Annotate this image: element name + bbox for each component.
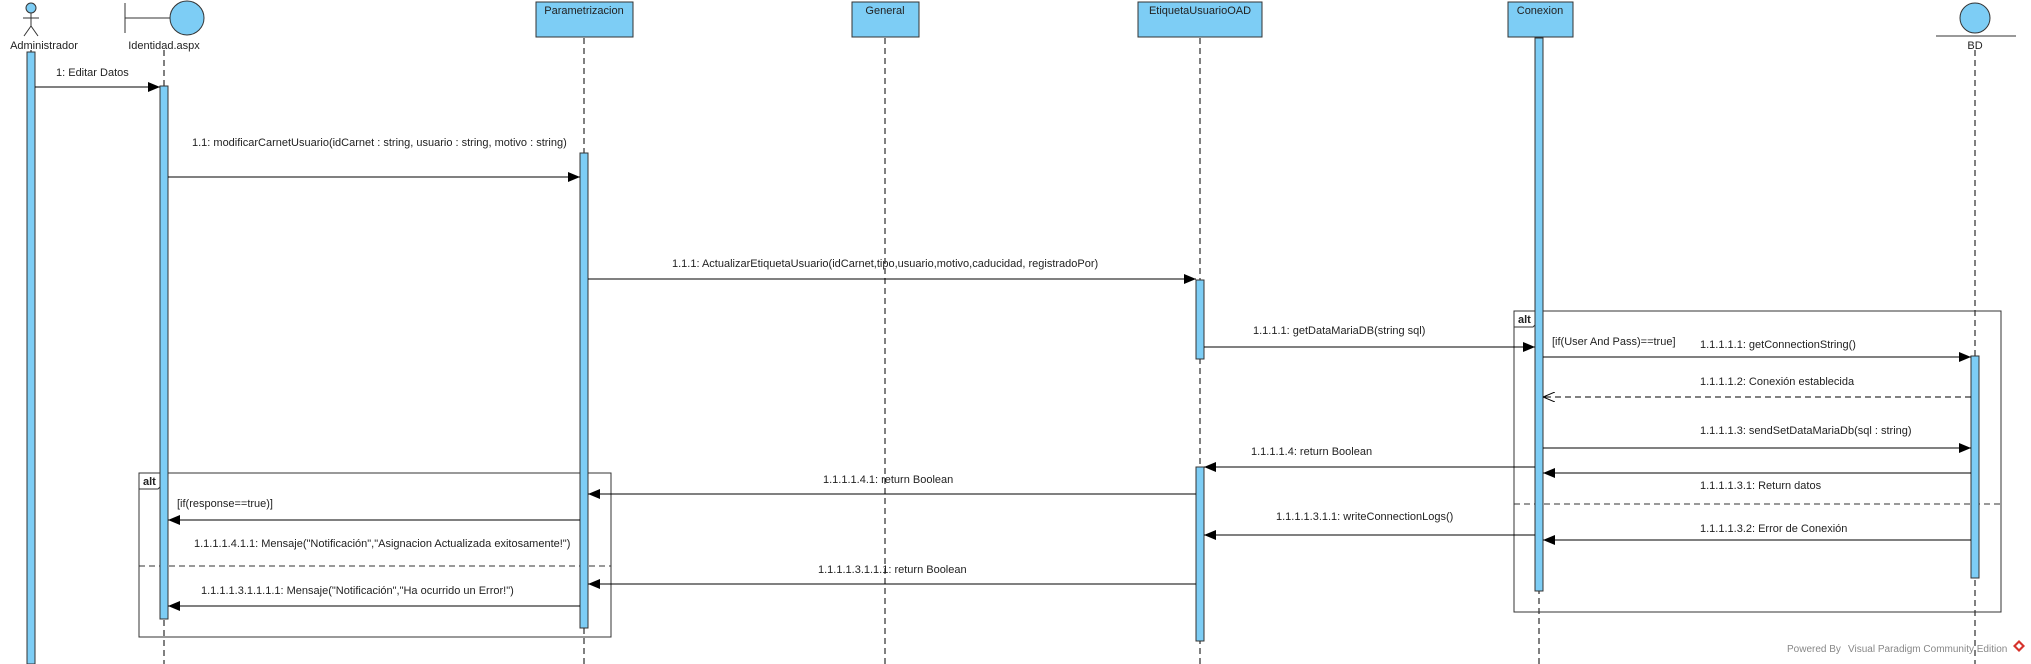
message-return-boolean-etiqueta[interactable]: 1.1.1.1.4.1: return Boolean	[588, 474, 1196, 499]
watermark: Powered By Visual Paradigm Community Edi…	[1787, 640, 2025, 655]
activation-etiqueta-2	[1195, 466, 1205, 642]
lifelines	[30, 38, 1976, 664]
participant-identidad[interactable]: Identidad.aspx	[124, 0, 205, 52]
participant-box	[851, 1, 920, 38]
message-return-boolean-conexion[interactable]: 1.1.1.1.4: return Boolean	[1204, 446, 1535, 472]
message-conexion-establecida[interactable]: 1.1.1.1.2: Conexión establecida	[1543, 376, 1971, 397]
participant-label: Conexion	[1517, 5, 1563, 17]
message-label: 1.1.1.1.3.1.1: writeConnectionLogs()	[1276, 511, 1453, 523]
participant-bd[interactable]: BD	[1936, 2, 2016, 52]
message-return-boolean-final[interactable]: 1.1.1.1.3.1.1.1: return Boolean	[588, 564, 1196, 589]
message-label: 1.1.1.1.3: sendSetDataMariaDb(sql : stri…	[1700, 425, 1912, 437]
message-modificar-carnet[interactable]: 1.1: modificarCarnetUsuario(idCarnet : s…	[168, 137, 580, 182]
entity-icon	[1936, 2, 2016, 37]
activation-parametrizacion	[579, 152, 589, 629]
message-label: 1.1.1.1.3.1.1.1: return Boolean	[818, 564, 967, 576]
message-write-connection-logs[interactable]: 1.1.1.1.3.1.1: writeConnectionLogs()	[1204, 511, 1535, 540]
participant-parametrizacion[interactable]: Parametrizacion	[535, 1, 634, 38]
message-label: 1.1.1.1.3.2: Error de Conexión	[1700, 523, 1847, 535]
fragment-tag: alt	[1518, 314, 1531, 326]
watermark-prefix: Powered By	[1787, 644, 1841, 655]
message-label: 1.1.1.1.2: Conexión establecida	[1700, 376, 1855, 388]
message-label: 1: Editar Datos	[56, 67, 129, 79]
activation-etiqueta-1	[1195, 279, 1205, 360]
watermark-product: Visual Paradigm Community Edition	[1848, 644, 2007, 655]
message-mensaje-error[interactable]: 1.1.1.1.3.1.1.1.1: Mensaje("Notificación…	[168, 585, 580, 611]
message-label: 1.1.1.1.4.1: return Boolean	[823, 474, 953, 486]
activation-conexion	[1534, 37, 1544, 592]
fragment-guard: [if(response==true)]	[177, 498, 273, 510]
participant-label: EtiquetaUsuarioOAD	[1149, 5, 1251, 17]
participant-administrador[interactable]: Administrador	[10, 2, 78, 52]
message-actualizar-etiqueta[interactable]: 1.1.1: ActualizarEtiquetaUsuario(idCarne…	[588, 258, 1196, 284]
activation-administrador	[26, 51, 36, 664]
participant-box	[1507, 1, 1574, 38]
participant-box	[1137, 1, 1263, 38]
fragment-tag: alt	[143, 476, 156, 488]
message-get-connection-string[interactable]: 1.1.1.1.1: getConnectionString()	[1543, 339, 1971, 362]
messages: 1: Editar Datos 1.1: modificarCarnetUsua…	[35, 67, 1971, 611]
boundary-icon	[124, 0, 205, 36]
participant-label: BD	[1967, 40, 1982, 52]
participant-label: General	[865, 5, 904, 17]
message-label: 1.1.1: ActualizarEtiquetaUsuario(idCarne…	[672, 258, 1098, 270]
participant-general[interactable]: General	[851, 1, 920, 38]
visual-paradigm-logo-icon	[2013, 640, 2025, 652]
message-get-data-mariadb[interactable]: 1.1.1.1: getDataMariaDB(string sql)	[1204, 325, 1535, 352]
actor-icon	[23, 2, 39, 37]
message-label: 1.1.1.1.1: getConnectionString()	[1700, 339, 1856, 351]
message-label: 1.1.1.1.3.1: Return datos	[1700, 480, 1822, 492]
fragment-frame	[1513, 310, 2002, 613]
participant-label: Administrador	[10, 40, 78, 52]
message-label: 1.1.1.1.4.1.1: Mensaje("Notificación","A…	[194, 538, 570, 550]
fragment-guard: [if(User And Pass)==true]	[1552, 336, 1676, 348]
participant-label: Identidad.aspx	[128, 40, 200, 52]
fragment-frame	[138, 472, 612, 638]
participant-conexion[interactable]: Conexion	[1507, 1, 1574, 38]
participant-label: Parametrizacion	[544, 5, 623, 17]
message-send-set-data[interactable]: 1.1.1.1.3: sendSetDataMariaDb(sql : stri…	[1543, 425, 1971, 453]
message-return-datos[interactable]: 1.1.1.1.3.1: Return datos	[1543, 468, 1971, 492]
message-label: 1.1.1.1.3.1.1.1.1: Mensaje("Notificación…	[201, 585, 514, 597]
participant-box	[535, 1, 634, 38]
fragment-alt-response: alt [if(response==true)]	[138, 472, 612, 638]
fragment-alt-user-pass: alt [if(User And Pass)==true]	[1513, 310, 2002, 613]
message-editar-datos[interactable]: 1: Editar Datos	[35, 67, 160, 92]
message-label: 1.1.1.1.4: return Boolean	[1251, 446, 1372, 458]
message-error-conexion[interactable]: 1.1.1.1.3.2: Error de Conexión	[1543, 523, 1971, 545]
activation-bd	[1970, 355, 1980, 579]
message-label: 1.1: modificarCarnetUsuario(idCarnet : s…	[192, 137, 567, 149]
message-label: 1.1.1.1: getDataMariaDB(string sql)	[1253, 325, 1425, 337]
activation-identidad	[159, 85, 169, 620]
participant-etiqueta[interactable]: EtiquetaUsuarioOAD	[1137, 1, 1263, 38]
message-mensaje-exito[interactable]: 1.1.1.1.4.1.1: Mensaje("Notificación","A…	[168, 515, 580, 550]
activations	[26, 37, 1980, 664]
